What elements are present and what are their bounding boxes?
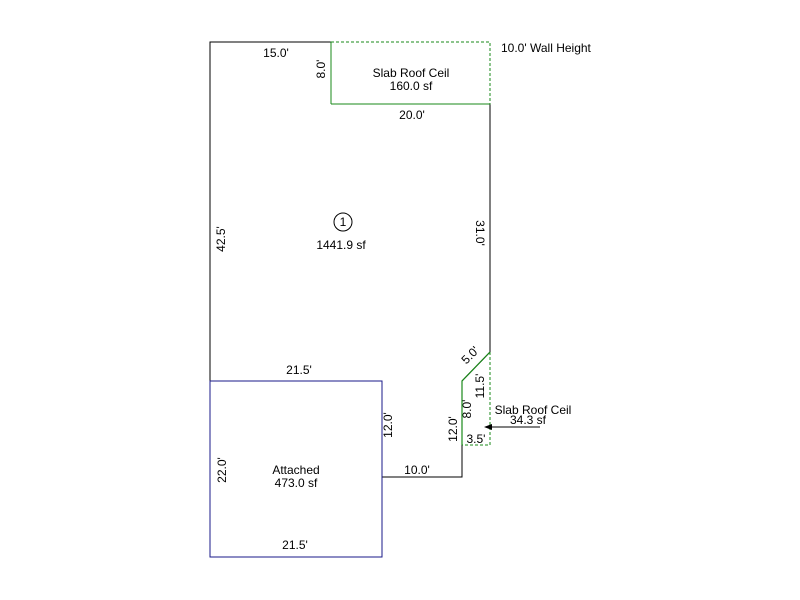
dim-slab-small-left: 8.0'	[460, 400, 474, 419]
area-number: 1	[340, 215, 347, 229]
slab-small-name: Slab Roof Ceil	[495, 403, 572, 417]
slab-top-area: 160.0 sf	[390, 79, 433, 93]
slab-small-area: 34.3 sf	[510, 413, 547, 427]
dim-main-left: 42.5'	[214, 226, 228, 252]
main-area-outline	[209, 41, 491, 478]
dim-main-bottom-step: 10.0'	[404, 463, 430, 477]
dim-attached-right: 12.0'	[381, 412, 395, 438]
dim-main-lower-right: 12.0'	[446, 416, 460, 442]
slab-roof-small-outline	[462, 352, 491, 446]
wall-height-label: 10.0' Wall Height	[501, 41, 592, 55]
leader-arrowhead	[484, 424, 492, 430]
dim-attached-left: 22.0'	[215, 457, 229, 483]
slab-top-name: Slab Roof Ceil	[373, 66, 450, 80]
dim-attached-bottom: 21.5'	[282, 538, 308, 552]
dim-slab-small-right: 11.5'	[473, 374, 487, 399]
dim-main-right: 31.0'	[473, 220, 487, 246]
attached-area-outline	[209, 380, 383, 558]
attached-name: Attached	[272, 463, 319, 477]
main-area-size: 1441.9 sf	[316, 238, 366, 252]
dim-main-top: 15.0'	[263, 46, 289, 60]
dim-main-lower-left-top: 21.5'	[286, 363, 312, 377]
dim-main-notch-bottom: 20.0'	[399, 108, 425, 122]
slab-roof-small-solid-edge	[461, 351, 491, 445]
attached-area: 473.0 sf	[275, 476, 318, 490]
area-number-circle	[333, 212, 353, 232]
dim-slab-small-bottom: 3.5'	[467, 432, 486, 446]
dim-slab-top-left: 8.0'	[314, 60, 328, 79]
